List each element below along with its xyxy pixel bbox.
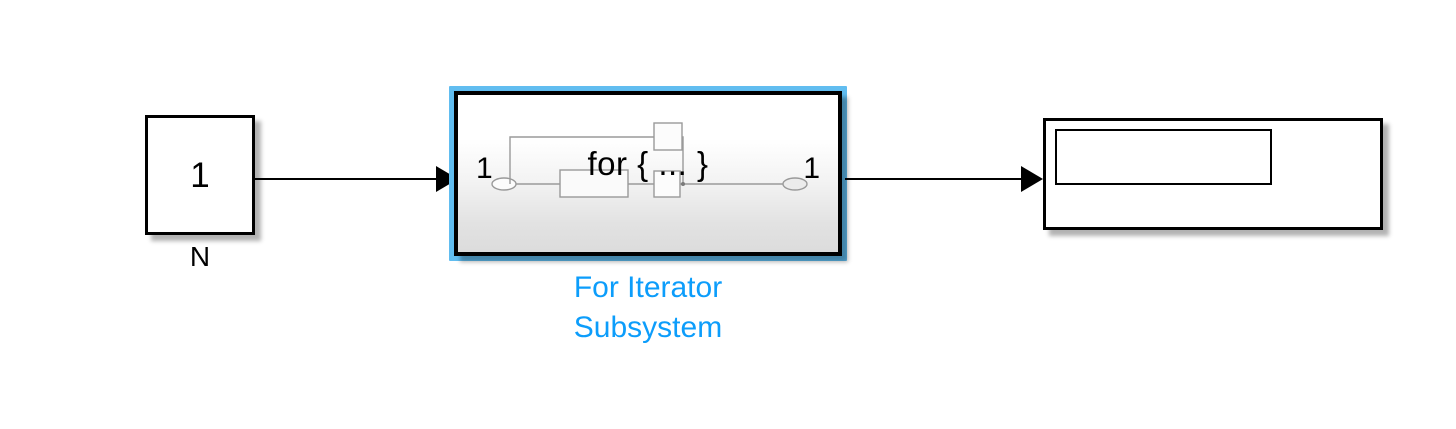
- n-block-label: N: [189, 241, 211, 272]
- subsystem-outport-label: 1: [803, 152, 820, 185]
- subsystem-body-text: for { ... }: [587, 145, 709, 182]
- subsystem-caption[interactable]: For Iterator Subsystem: [449, 268, 847, 348]
- n-block-value: 1: [190, 155, 210, 195]
- for-iterator-subsystem-block[interactable]: for { ... } 1 1: [454, 91, 842, 256]
- display-block-readout: [1055, 129, 1272, 185]
- signal-subsystem-to-display-arrowhead: [1021, 166, 1043, 192]
- subsystem-inport-label: 1: [476, 152, 493, 185]
- n-block[interactable]: 1: [145, 115, 255, 235]
- signal-n-to-subsystem-line[interactable]: [255, 178, 437, 180]
- subsystem-contents-sketch: [491, 122, 808, 198]
- signal-subsystem-to-display-line[interactable]: [845, 178, 1022, 180]
- subsystem-caption-line-2: Subsystem: [573, 310, 723, 344]
- subsystem-caption-line-1: For Iterator: [573, 271, 723, 304]
- display-block-value: [1057, 131, 1270, 183]
